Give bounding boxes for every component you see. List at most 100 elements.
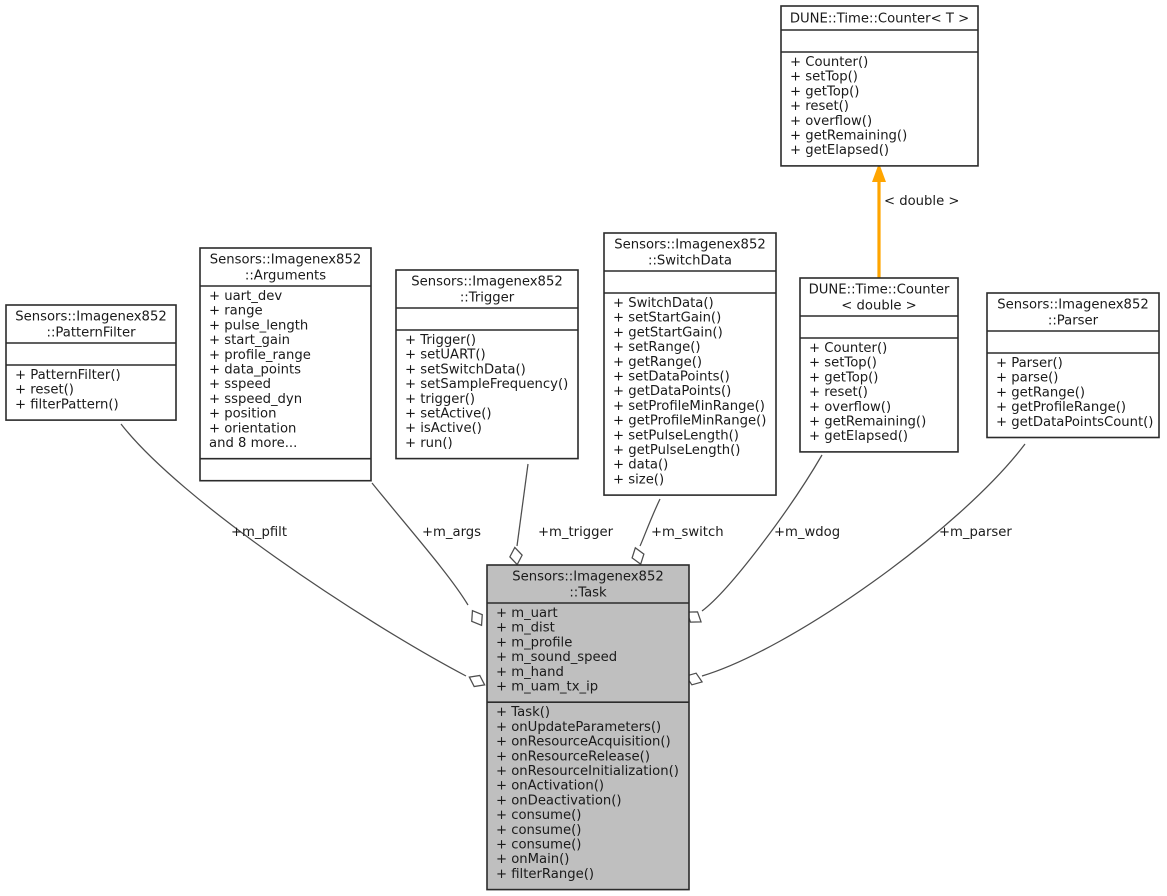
class-attribute: + start_gain [209, 333, 290, 348]
template-arrow-head [872, 163, 886, 182]
relation-label: +m_args [422, 525, 481, 540]
class-method: + trigger() [405, 392, 475, 407]
class-method: + Counter() [809, 341, 887, 356]
aggregation-diamond [471, 609, 483, 627]
relation-label: +m_pfilt [231, 525, 287, 540]
class-method: + onResourceAcquisition() [496, 735, 671, 750]
class-box-arguments[interactable]: Sensors::Imagenex852::Arguments+ uart_de… [199, 247, 372, 482]
class-box-trigger[interactable]: Sensors::Imagenex852::Trigger+ Trigger()… [395, 269, 579, 460]
class-name: ::SwitchData [648, 254, 732, 269]
class-attribute: + orientation [209, 421, 296, 436]
relation-label: +m_parser [939, 525, 1012, 540]
class-method: + reset() [15, 383, 74, 398]
class-method: + run() [405, 436, 453, 451]
class-box-patternfilter[interactable]: Sensors::Imagenex852::PatternFilter+ Pat… [5, 304, 177, 421]
class-name: ::Arguments [245, 269, 326, 284]
class-method: + getProfileRange() [996, 400, 1126, 415]
class-attribute: and 8 more... [209, 436, 297, 451]
template-binding-label: < double > [884, 194, 959, 209]
class-box-switchdata[interactable]: Sensors::Imagenex852::SwitchData+ Switch… [603, 232, 777, 496]
class-frame[interactable] [486, 564, 690, 891]
class-method: + consume() [496, 823, 581, 838]
aggregation-line [516, 463, 529, 547]
class-method: + PatternFilter() [15, 368, 121, 383]
class-method: + setRange() [613, 340, 700, 355]
relation-parser: +m_parser [684, 443, 1026, 686]
class-frame[interactable] [603, 232, 777, 496]
class-attribute: + m_dist [496, 621, 555, 636]
relation-label: +m_trigger [538, 525, 614, 540]
class-attribute: + profile_range [209, 348, 311, 363]
class-method: + getPulseLength() [613, 443, 740, 458]
class-name: ::Trigger [460, 291, 515, 306]
class-name: Sensors::Imagenex852 [15, 310, 166, 325]
relation-label: +m_wdog [774, 525, 840, 540]
class-box-task[interactable]: Sensors::Imagenex852::Task+ m_uart+ m_di… [486, 564, 690, 891]
relation-template: < double > [872, 163, 959, 278]
class-method: + getRemaining() [790, 129, 907, 144]
class-method: + SwitchData() [613, 296, 714, 311]
class-method: + setProfileMinRange() [613, 399, 765, 414]
class-method: + setUART() [405, 348, 486, 363]
class-method: + getElapsed() [809, 429, 908, 444]
class-name: Sensors::Imagenex852 [614, 238, 765, 253]
class-frame[interactable] [986, 292, 1160, 439]
class-method: + setTop() [809, 356, 877, 371]
class-method: + onResourceRelease() [496, 749, 650, 764]
classes-layer: DUNE::Time::Counter< T >+ Counter()+ set… [5, 5, 1160, 891]
aggregation-line [701, 443, 1026, 677]
class-method: + getElapsed() [790, 143, 889, 158]
relations-layer: < double > +m_pfilt +m_args +m_trigger +m_sw… [120, 163, 1026, 688]
class-method: + isActive() [405, 421, 482, 436]
class-attribute: + m_sound_speed [496, 650, 617, 665]
class-attribute: + sspeed [209, 377, 271, 392]
class-method: + onUpdateParameters() [496, 720, 661, 735]
class-name: ::Parser [1048, 314, 1099, 329]
aggregation-line [120, 423, 467, 677]
class-method: + setSwitchData() [405, 362, 526, 377]
class-name: Sensors::Imagenex852 [512, 570, 663, 585]
aggregation-line [371, 482, 469, 606]
relation-trigger: +m_trigger [509, 463, 614, 566]
class-box-parser[interactable]: Sensors::Imagenex852::Parser+ Parser()+ … [986, 292, 1160, 439]
class-attribute: + sspeed_dyn [209, 392, 302, 407]
class-method: + setPulseLength() [613, 428, 739, 443]
class-frame[interactable] [799, 277, 959, 453]
class-method: + overflow() [790, 114, 872, 129]
relation-switch: +m_switch [631, 498, 724, 566]
aggregation-diamond [686, 611, 702, 623]
class-frame[interactable] [395, 269, 579, 460]
aggregation-diamond [631, 546, 645, 566]
class-attribute: + uart_dev [209, 289, 282, 304]
class-method: + setSampleFrequency() [405, 377, 568, 392]
class-method: + getTop() [790, 84, 859, 99]
class-frame[interactable] [780, 5, 979, 167]
class-name: DUNE::Time::Counter< T > [790, 12, 969, 27]
class-attribute: + data_points [209, 363, 301, 378]
class-method: + getDataPointsCount() [996, 415, 1153, 430]
relation-label: +m_switch [651, 525, 724, 540]
class-method: + onMain() [496, 852, 569, 867]
class-method: + setDataPoints() [613, 370, 730, 385]
class-method: + filterRange() [496, 867, 594, 882]
class-name: Sensors::Imagenex852 [411, 275, 562, 290]
class-name: ::Task [569, 586, 607, 601]
class-method: + setStartGain() [613, 311, 721, 326]
relation-pfilt: +m_pfilt [120, 423, 486, 688]
class-box-counter_double[interactable]: DUNE::Time::Counter< double >+ Counter()… [799, 277, 959, 453]
class-box-counter_t[interactable]: DUNE::Time::Counter< T >+ Counter()+ set… [780, 5, 979, 167]
class-frame[interactable] [5, 304, 177, 421]
class-attribute: + position [209, 407, 276, 422]
class-name: ::PatternFilter [47, 326, 137, 341]
relation-args: +m_args [371, 482, 483, 627]
class-method: + size() [613, 472, 664, 487]
class-name: DUNE::Time::Counter [809, 283, 950, 298]
class-attribute: + m_profile [496, 635, 572, 650]
class-method: + overflow() [809, 400, 891, 415]
class-method: + getRange() [996, 385, 1085, 400]
class-method: + reset() [809, 385, 868, 400]
class-method: + getRemaining() [809, 415, 926, 430]
class-method: + setActive() [405, 407, 491, 422]
